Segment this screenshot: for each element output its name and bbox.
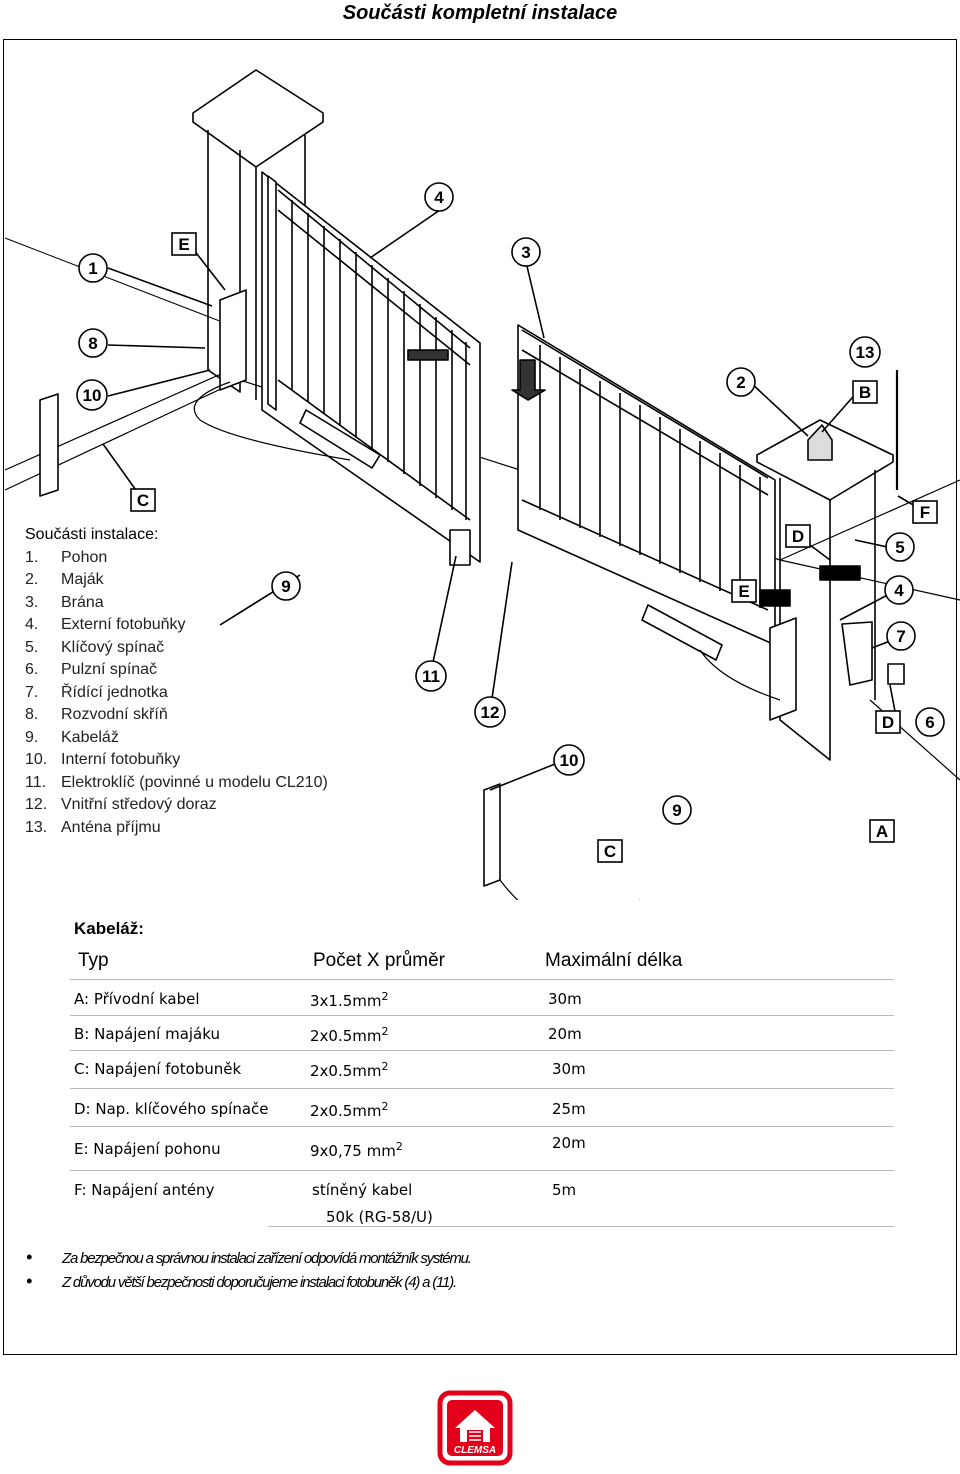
callout-Da: D <box>785 524 811 548</box>
svg-text:F: F <box>920 503 930 522</box>
callout-13: 13 <box>849 336 881 368</box>
list-item: 6.Pulzní spínač <box>25 661 158 678</box>
list-item: 8.Rozvodní skříň <box>25 706 168 723</box>
list-item: 12.Vnitřní středový doraz <box>25 796 217 813</box>
callout-6: 6 <box>915 707 945 737</box>
divider <box>70 1088 894 1089</box>
svg-text:5: 5 <box>895 538 904 557</box>
svg-text:D: D <box>882 713 894 732</box>
svg-text:11: 11 <box>422 667 440 686</box>
list-item: 10.Interní fotobuňky <box>25 751 181 768</box>
callout-10a: 10 <box>76 379 108 411</box>
divider <box>268 1226 894 1227</box>
svg-text:CLEMSA: CLEMSA <box>454 1445 496 1456</box>
divider <box>70 1050 894 1051</box>
callout-11: 11 <box>415 660 447 692</box>
callout-4a: 4 <box>424 182 454 212</box>
svg-text:4: 4 <box>894 581 904 600</box>
table-row: F: Napájení antény stíněný kabel 50k (RG… <box>74 1181 577 1226</box>
svg-text:E: E <box>738 582 749 601</box>
svg-text:3: 3 <box>521 243 530 262</box>
list-item: 2.Maják <box>25 571 104 588</box>
svg-text:1: 1 <box>88 259 97 278</box>
table-row: C: Napájení fotobuněk 2x0.5mm2 30m <box>74 1060 586 1080</box>
col-header-length: Maximální délka <box>545 950 683 971</box>
divider <box>70 1126 894 1127</box>
callout-9b: 9 <box>662 795 692 825</box>
parts-heading: Součásti instalace: <box>25 526 159 543</box>
svg-text:C: C <box>604 842 616 861</box>
callout-Ea: E <box>171 232 197 256</box>
svg-text:13: 13 <box>856 343 875 362</box>
callout-Cb: C <box>597 839 623 863</box>
svg-text:7: 7 <box>896 627 905 646</box>
svg-text:10: 10 <box>560 751 579 770</box>
page-title: Součásti kompletní instalace <box>342 2 618 24</box>
svg-text:4: 4 <box>434 188 444 207</box>
parts-items: 1.Pohon 2.Maják 3.Brána 4.Externí fotobu… <box>25 547 328 840</box>
cabling-title: Kabeláž: <box>74 919 144 938</box>
svg-text:A: A <box>876 822 888 841</box>
svg-text:9: 9 <box>281 577 290 596</box>
list-item: 3.Brána <box>25 593 104 611</box>
divider <box>70 1170 894 1171</box>
callout-9a: 9 <box>271 571 301 601</box>
svg-text:B: B <box>859 383 871 402</box>
callout-8: 8 <box>78 328 108 358</box>
callout-4b: 4 <box>884 575 914 605</box>
col-header-count: Počet X průměr <box>313 950 445 971</box>
note-item: Za bezpečnou a správnou instalaci zaříze… <box>26 1247 472 1274</box>
callout-1: 1 <box>78 253 108 283</box>
list-item: 11.Elektroklíč (povinné u modelu CL210) <box>25 773 328 791</box>
svg-text:C: C <box>137 491 149 510</box>
parts-list: Součásti instalace: 1.Pohon 2.Maják 3.Br… <box>25 524 328 839</box>
clemsa-logo: CLEMSA <box>437 1390 513 1466</box>
left-gate <box>261 171 481 563</box>
callout-A: A <box>869 819 895 843</box>
svg-text:6: 6 <box>925 713 934 732</box>
list-item: 9.Kabeláž <box>25 728 119 746</box>
divider <box>70 1015 894 1016</box>
table-row: A: Přívodní kabel 3x1.5mm2 30m <box>74 990 582 1010</box>
callout-2: 2 <box>726 367 756 397</box>
svg-text:8: 8 <box>88 334 97 353</box>
safety-notes: Za bezpečnou a správnou instalaci zaříze… <box>26 1247 472 1298</box>
note-item: Z důvodu větší bezpečnosti doporučujeme … <box>26 1271 471 1298</box>
list-item: 7.Řídící jednotka <box>25 683 168 701</box>
callout-7: 7 <box>886 621 916 651</box>
table-row: D: Nap. klíčového spínače 2x0.5mm2 25m <box>74 1100 586 1120</box>
callout-3: 3 <box>511 237 541 267</box>
content-frame <box>3 39 957 1355</box>
installation-diagram: 1 2 3 4 4 5 6 7 8 9 9 10 10 11 12 13 A B… <box>4 69 960 900</box>
list-item: 4.Externí fotobuňky <box>25 616 186 633</box>
callout-Ca: C <box>130 488 156 512</box>
callout-10b: 10 <box>553 744 585 776</box>
list-item: 5.Klíčový spínač <box>25 638 165 656</box>
table-row: E: Napájení pohonu 9x0,75 mm2 20m <box>74 1134 586 1160</box>
svg-text:10: 10 <box>83 386 102 405</box>
list-item: 13.Anténa příjmu <box>25 818 161 836</box>
callout-Eb: E <box>731 579 757 603</box>
svg-text:2: 2 <box>736 373 745 392</box>
svg-text:D: D <box>792 527 804 546</box>
callout-Db: D <box>875 710 901 734</box>
divider <box>70 979 894 980</box>
svg-text:12: 12 <box>481 703 500 722</box>
callout-B: B <box>852 380 878 404</box>
callout-12: 12 <box>474 696 506 728</box>
svg-text:E: E <box>178 235 189 254</box>
table-row: B: Napájení majáku 2x0.5mm2 20m <box>74 1025 582 1045</box>
list-item: 1.Pohon <box>25 548 108 566</box>
callout-F: F <box>912 500 938 524</box>
svg-text:9: 9 <box>672 801 681 820</box>
col-header-type: Typ <box>78 950 109 971</box>
callout-5: 5 <box>885 532 915 562</box>
